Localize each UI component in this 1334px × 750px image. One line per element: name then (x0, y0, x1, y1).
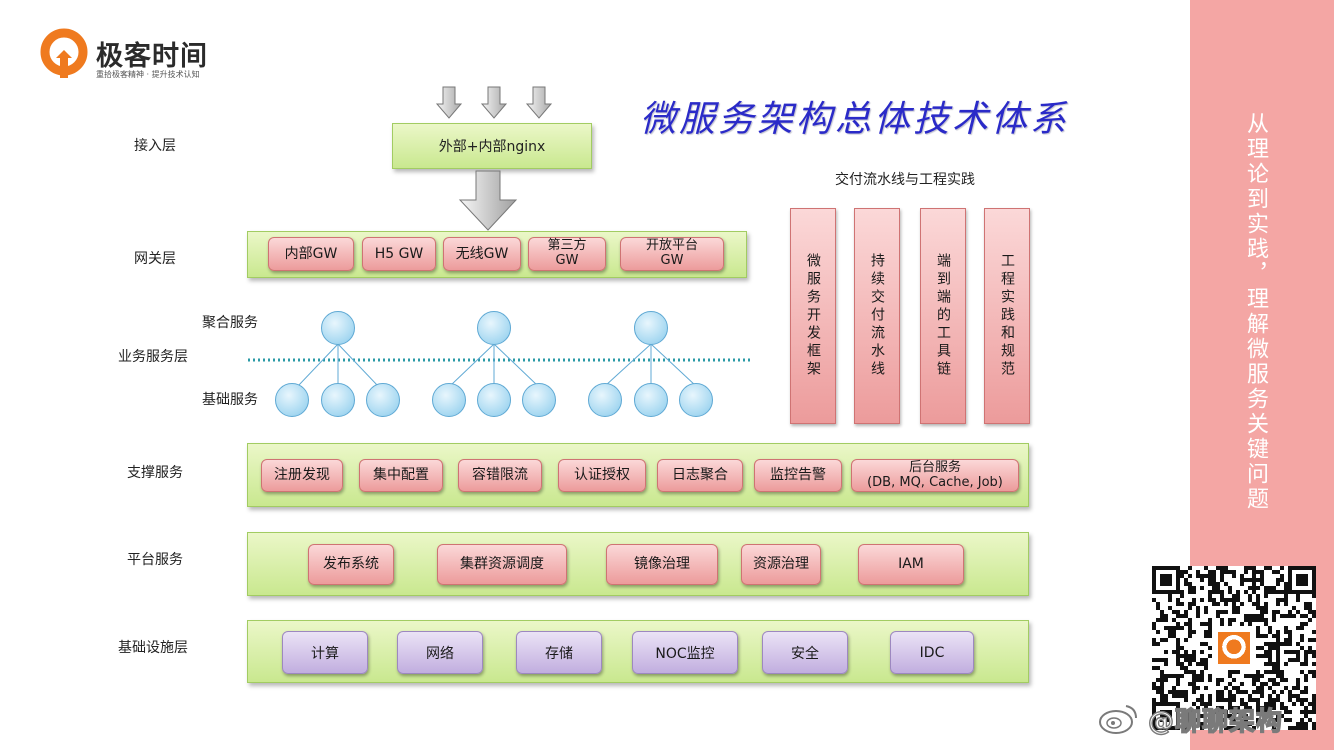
layer-label-aggregate: 聚合服务 (202, 315, 258, 331)
incoming-arrows (435, 86, 553, 119)
logo-icon (40, 28, 88, 84)
layer-label-support: 支撑服务 (127, 465, 183, 481)
logo-title: 极客时间 (96, 41, 208, 72)
gateway-open-platform: 开放平台 GW (620, 237, 724, 271)
layer-label-infra: 基础设施层 (118, 640, 188, 656)
side-slogan: 从理论到实践，理解微服务关键问题 (1243, 112, 1268, 512)
basic-service-node (366, 383, 400, 417)
layer-label-basic: 基础服务 (202, 392, 258, 408)
support-backend: 后台服务 (DB, MQ, Cache, Job) (851, 459, 1019, 492)
infra-compute: 计算 (282, 631, 368, 674)
infra-network: 网络 (397, 631, 483, 674)
delivery-column-label: 工程实践和规范 (999, 253, 1015, 379)
support-monitoring: 监控告警 (754, 459, 842, 492)
gateway-wireless: 无线GW (443, 237, 521, 271)
infra-security: 安全 (762, 631, 848, 674)
support-fault-tolerance: 容错限流 (458, 459, 542, 492)
weibo-icon (1099, 705, 1137, 734)
layer-label-gateway: 网关层 (134, 251, 176, 267)
aggregate-service-node (321, 311, 355, 345)
basic-service-node (477, 383, 511, 417)
gateway-internal: 内部GW (268, 237, 354, 271)
basic-service-node (634, 383, 668, 417)
delivery-column-pipeline: 持续交付流水线 (854, 208, 900, 424)
basic-service-node (522, 383, 556, 417)
delivery-column-practice: 工程实践和规范 (984, 208, 1030, 424)
logo-slogan: 重拾极客精神 · 提升技术认知 (96, 70, 200, 79)
support-config: 集中配置 (359, 459, 443, 492)
basic-service-node (679, 383, 713, 417)
support-auth: 认证授权 (558, 459, 646, 492)
gateway-thirdparty: 第三方 GW (528, 237, 606, 271)
platform-iam: IAM (858, 544, 964, 585)
nginx-box: 外部+内部nginx (392, 123, 592, 169)
delivery-column-label: 微服务开发框架 (805, 253, 821, 379)
delivery-column-label: 端到端的工具链 (935, 253, 951, 379)
basic-service-node (275, 383, 309, 417)
layer-label-access: 接入层 (134, 138, 176, 154)
gateway-h5: H5 GW (362, 237, 436, 271)
aggregate-service-node (477, 311, 511, 345)
delivery-heading: 交付流水线与工程实践 (835, 172, 975, 188)
basic-service-node (588, 383, 622, 417)
platform-release: 发布系统 (308, 544, 394, 585)
qr-code (1152, 566, 1316, 730)
delivery-column-label: 持续交付流水线 (869, 253, 885, 379)
service-tree-lines (248, 343, 752, 387)
infra-noc: NOC监控 (632, 631, 738, 674)
watermark-text: @聊聊架构 (1147, 706, 1284, 737)
aggregate-service-node (634, 311, 668, 345)
basic-service-node (432, 383, 466, 417)
infra-idc: IDC (890, 631, 974, 674)
platform-image: 镜像治理 (606, 544, 718, 585)
basic-service-node (321, 383, 355, 417)
arrow-down-icon (435, 86, 463, 119)
arrow-down-icon (525, 86, 553, 119)
layer-label-platform: 平台服务 (127, 552, 183, 568)
delivery-column-framework: 微服务开发框架 (790, 208, 836, 424)
delivery-column-toolchain: 端到端的工具链 (920, 208, 966, 424)
support-logging: 日志聚合 (657, 459, 743, 492)
layer-label-business: 业务服务层 (118, 349, 188, 365)
platform-scheduling: 集群资源调度 (437, 544, 567, 585)
platform-resource: 资源治理 (741, 544, 821, 585)
infra-storage: 存储 (516, 631, 602, 674)
page-title: 微服务架构总体技术体系 (640, 99, 1070, 140)
support-registry: 注册发现 (261, 459, 343, 492)
arrow-down-icon (480, 86, 508, 119)
gateway-arrow-icon (458, 170, 518, 231)
